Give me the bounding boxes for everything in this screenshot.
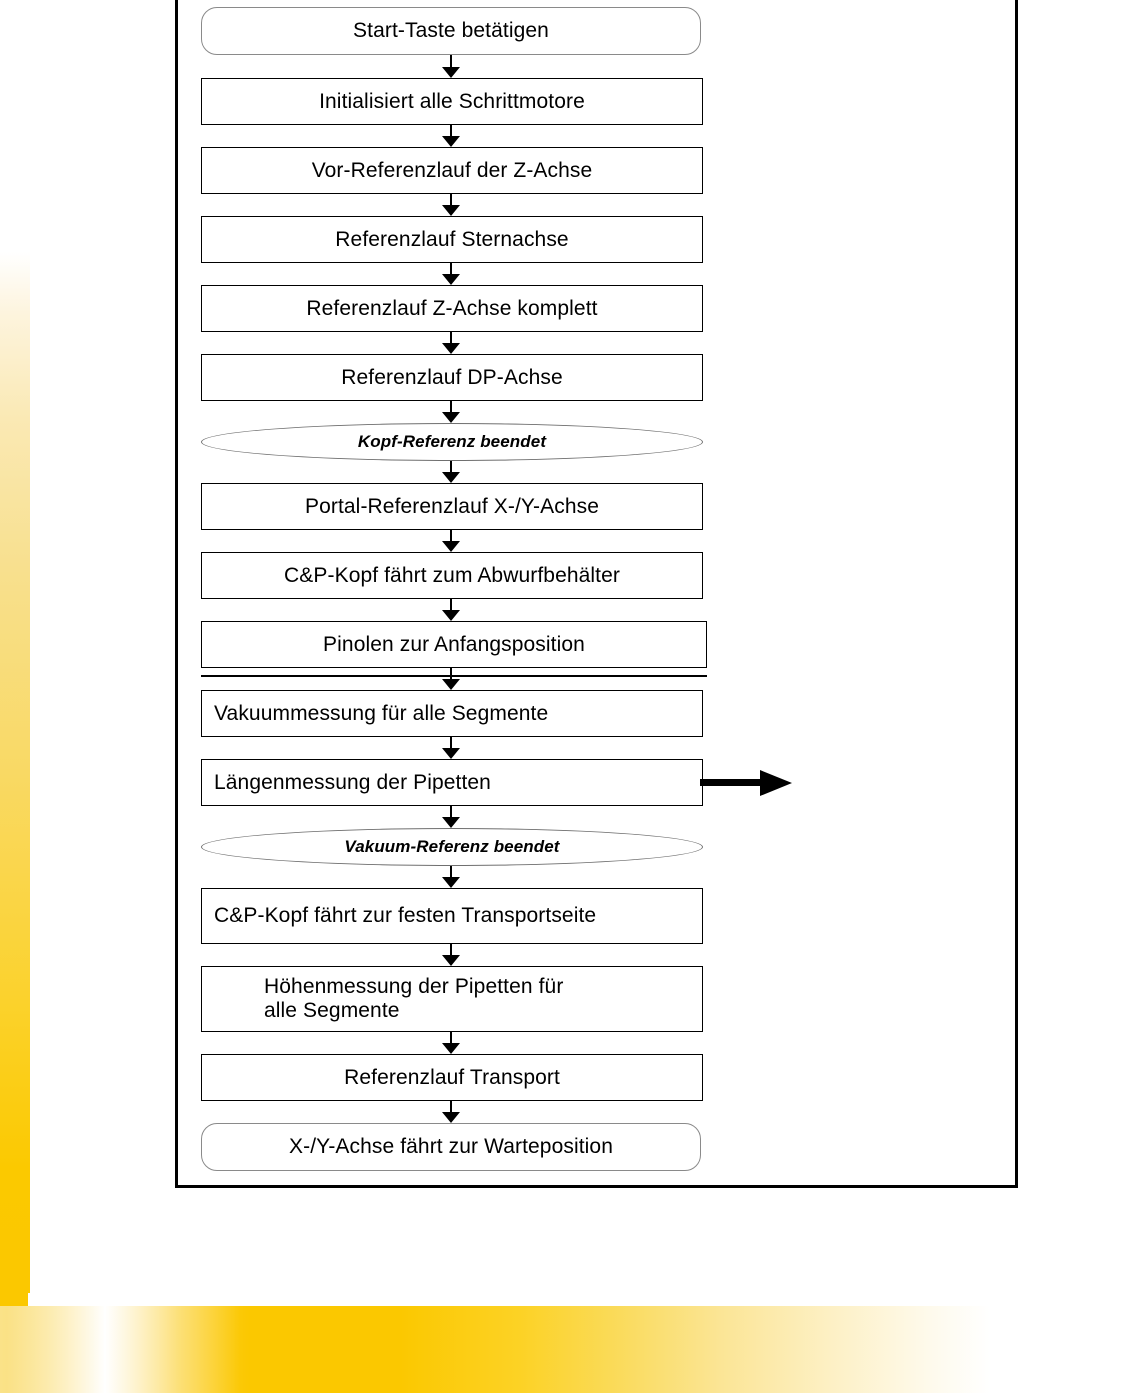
flow-node-label: Initialisiert alle Schrittmotore xyxy=(319,89,585,113)
flow-node-label: Vakuum-Referenz beendet xyxy=(344,837,560,857)
flow-node-head-to-disposal-container[interactable]: C&P-Kopf fährt zum Abwurfbehälter xyxy=(201,552,703,599)
flow-node-label: Portal-Referenzlauf X-/Y-Achse xyxy=(304,494,600,518)
flow-node-label: Start-Taste betätigen xyxy=(353,19,549,43)
flow-connector-down xyxy=(440,1032,462,1054)
flow-node-ref-dp-axis[interactable]: Referenzlauf DP-Achse xyxy=(201,354,703,401)
flow-node-label: Referenzlauf DP-Achse xyxy=(341,365,563,389)
arrow-head-icon xyxy=(760,770,792,796)
arrow-shaft xyxy=(700,779,766,786)
bottom-accent-gradient-band xyxy=(0,1306,1134,1393)
flow-connector-down xyxy=(440,125,462,147)
flow-node-start[interactable]: Start-Taste betätigen xyxy=(201,7,701,55)
left-accent-gradient-strip xyxy=(0,252,30,1293)
flow-node-head-to-fixed-transport-side[interactable]: C&P-Kopf fährt zur festen Transportseite xyxy=(201,888,703,944)
flow-node-label: Vakuummessung für alle Segmente xyxy=(214,701,549,725)
flow-connector-down xyxy=(440,55,462,78)
flow-node-label: C&P-Kopf fährt zum Abwurfbehälter xyxy=(284,563,620,587)
flow-node-pipette-height-measurement-all-segments[interactable]: Höhenmessung der Pipetten für alle Segme… xyxy=(201,966,703,1032)
flow-node-label: Referenzlauf Transport xyxy=(344,1065,560,1089)
flow-connector-down xyxy=(440,866,462,888)
flow-node-label: Referenzlauf Z-Achse komplett xyxy=(306,296,598,320)
flow-node-quills-to-start-position[interactable]: Pinolen zur Anfangsposition xyxy=(201,621,707,668)
flow-connector-down xyxy=(440,194,462,216)
flow-node-pipette-length-measurement[interactable]: Längenmessung der Pipetten xyxy=(201,759,703,806)
flow-connector-down xyxy=(440,530,462,552)
flow-node-ref-transport[interactable]: Referenzlauf Transport xyxy=(201,1054,703,1101)
flow-connector-down xyxy=(440,944,462,966)
flow-node-label: Pinolen zur Anfangsposition xyxy=(323,632,585,656)
flow-connector-down xyxy=(440,806,462,828)
flow-connector-down xyxy=(440,1101,462,1123)
flow-node-milestone-head-reference-done[interactable]: Kopf-Referenz beendet xyxy=(201,423,703,461)
bottom-left-accent-swatch xyxy=(0,1280,28,1306)
flow-node-label: Vor-Referenzlauf der Z-Achse xyxy=(311,158,593,182)
flow-connector-right-arrow-exit xyxy=(700,770,792,796)
flow-node-label: C&P-Kopf fährt zur festen Transportseite xyxy=(214,904,597,928)
flow-node-label: Referenzlauf Sternachse xyxy=(335,227,569,251)
flow-connector-down xyxy=(440,668,462,690)
stray-rule-artifact xyxy=(201,675,707,677)
flow-node-portal-ref-xy-axis[interactable]: Portal-Referenzlauf X-/Y-Achse xyxy=(201,483,703,530)
flow-connector-down xyxy=(440,401,462,423)
flow-node-pre-ref-z-axis[interactable]: Vor-Referenzlauf der Z-Achse xyxy=(201,147,703,194)
flow-node-init-steppers[interactable]: Initialisiert alle Schrittmotore xyxy=(201,78,703,125)
flow-node-ref-z-axis-complete[interactable]: Referenzlauf Z-Achse komplett xyxy=(201,285,703,332)
flow-node-vacuum-measurement-all-segments[interactable]: Vakuummessung für alle Segmente xyxy=(201,690,703,737)
flow-node-end-xy-to-wait-position[interactable]: X-/Y-Achse fährt zur Warteposition xyxy=(201,1123,701,1171)
flow-node-label: X-/Y-Achse fährt zur Warteposition xyxy=(289,1135,613,1159)
flow-node-label: Kopf-Referenz beendet xyxy=(357,432,547,452)
flow-node-label: Höhenmessung der Pipetten für alle Segme… xyxy=(264,975,564,1022)
flow-node-milestone-vacuum-reference-done[interactable]: Vakuum-Referenz beendet xyxy=(201,828,703,866)
flow-connector-down xyxy=(440,263,462,285)
flowchart-frame: Start-Taste betätigen Initialisiert alle… xyxy=(175,0,1018,1188)
flow-connector-down xyxy=(440,737,462,759)
flow-connector-down xyxy=(440,461,462,483)
flow-connector-down xyxy=(440,332,462,354)
flow-connector-down xyxy=(440,599,462,621)
flow-node-ref-star-axis[interactable]: Referenzlauf Sternachse xyxy=(201,216,703,263)
flow-node-label: Längenmessung der Pipetten xyxy=(214,770,491,794)
